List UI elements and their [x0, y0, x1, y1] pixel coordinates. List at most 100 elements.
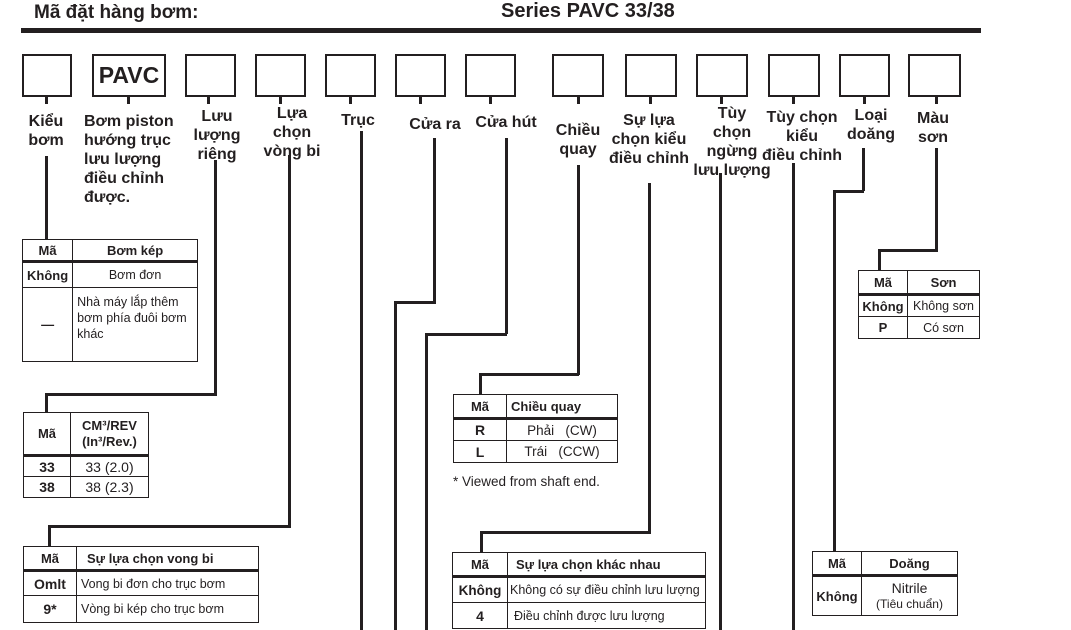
label-bearing: Lựa chọn vòng bi — [262, 104, 322, 161]
connector-control — [648, 183, 651, 532]
label-line: điều chỉnh — [762, 147, 842, 164]
cell-desc: Nhà máy lắp thêm bơm phía đuôi bơm khác — [72, 287, 198, 362]
label-line: quay — [559, 141, 597, 158]
code-box-control — [625, 54, 677, 97]
cell-code: Không — [812, 575, 862, 616]
label-pump-type: Kiểu bơm — [26, 112, 66, 150]
label-seal: Loại doăng — [843, 106, 899, 144]
tick — [720, 97, 723, 104]
code-box-shaft — [325, 54, 376, 97]
header-double-pump: Bơm kép — [72, 239, 198, 263]
label-line: Chiều — [555, 122, 601, 139]
table-row: Omlt Vong bi đơn cho trục bơm — [23, 570, 259, 596]
label-control-option: Tùy chọn kiểu điều chỉnh — [760, 108, 844, 165]
connector-displacement-drop — [45, 393, 48, 413]
cell-code: — — [21, 287, 74, 362]
tick — [863, 97, 866, 104]
code-box-seal — [839, 54, 890, 97]
table-seal: Mã Doăng Không Nitrile (Tiêu chuẩn) — [812, 551, 958, 616]
label-line: Cửa ra — [409, 116, 461, 133]
page-title: Mã đặt hàng bơm: — [34, 2, 199, 23]
connector-outlet — [394, 301, 397, 630]
tick — [419, 97, 422, 104]
table-row: 33 33 (2.0) — [23, 455, 149, 477]
connector-outlet-h — [394, 301, 436, 304]
cell-desc: Không có sự điều chỉnh lưu lượng — [507, 576, 706, 603]
connector-control-h — [480, 531, 651, 534]
tick — [489, 97, 492, 104]
table-row: — Nhà máy lắp thêm bơm phía đuôi bơm khá… — [21, 287, 198, 362]
tick — [649, 97, 652, 104]
cell-desc: Không sơn — [907, 294, 980, 317]
cell-code: 33 — [23, 455, 71, 477]
label-line: Bơm piston — [84, 113, 174, 130]
label-line: Loại — [854, 107, 888, 124]
rotation-note: * Viewed from shaft end. — [453, 474, 600, 489]
tick — [279, 97, 282, 104]
cell-desc: 38 (2.3) — [70, 476, 149, 498]
label-line: doăng — [847, 126, 895, 143]
table-row: P Có sơn — [858, 316, 980, 339]
label-displacement: Lưu lượng riêng — [192, 107, 242, 164]
connector-bearing-drop — [48, 525, 51, 547]
label-line: Lựa — [276, 105, 308, 122]
connector-rotation-h — [479, 373, 579, 376]
label-rotation: Chiều quay — [553, 121, 603, 159]
connector-stop-option — [719, 173, 722, 630]
code-box-series: PAVC — [92, 54, 166, 97]
cell-desc: Vong bi đơn cho trục bơm — [76, 570, 259, 596]
label-line: Trục — [341, 112, 375, 129]
connector-control-option — [792, 163, 795, 630]
connector-bearing — [288, 155, 291, 527]
connector-inlet-h — [425, 333, 507, 336]
code-box-stop-option — [696, 54, 748, 97]
header-line: CM³/REV — [82, 417, 137, 433]
code-box-inlet — [465, 54, 516, 97]
header-code: Mã — [452, 552, 508, 578]
label-line: vòng bi — [263, 143, 321, 160]
connector-bearing-h — [48, 525, 291, 528]
label-line: bơm — [28, 132, 64, 149]
cell-code: R — [453, 418, 507, 441]
cell-desc: 33 (2.0) — [70, 455, 149, 477]
label-paint: Màu sơn — [908, 109, 958, 147]
label-control: Sự lựa chọn kiểu điều chỉnh — [607, 111, 691, 168]
code-box-pump-type — [22, 54, 72, 97]
label-line: chọn kiểu — [611, 131, 687, 148]
cell-code: Omlt — [23, 570, 77, 596]
table-rotation: Mã Chiều quay R Phải (CW) L Trái (CCW) — [453, 394, 618, 463]
label-line: ngừng — [706, 143, 758, 160]
table-row: Không Không có sự điều chỉnh lưu lượng — [452, 576, 706, 603]
code-box-paint — [908, 54, 961, 97]
code-box-displacement — [185, 54, 236, 97]
label-line: chọn — [272, 124, 312, 141]
connector-control-drop — [480, 531, 483, 553]
table-row: Không Không sơn — [858, 294, 980, 317]
connector-inlet — [425, 333, 428, 630]
label-line: riêng — [197, 146, 237, 163]
header-code: Mã — [812, 551, 862, 577]
label-line: hướng trục — [84, 132, 171, 149]
label-line: Màu — [917, 110, 949, 127]
table-row: 4 Điều chỉnh được lưu lượng — [452, 602, 706, 629]
label-line: Sự lựa — [623, 112, 675, 129]
label-shaft: Trục — [338, 111, 378, 130]
tick — [577, 97, 580, 104]
connector-seal-upper — [862, 148, 865, 191]
cell-desc: Có sơn — [907, 316, 980, 339]
label-line: sơn — [917, 129, 949, 146]
connector-seal-h — [833, 190, 864, 193]
tick — [349, 97, 352, 104]
label-stop-option: Tùy chọn ngừng lưu lượng — [690, 104, 774, 180]
connector-paint-drop — [878, 249, 881, 271]
tick — [792, 97, 795, 104]
table-row: R Phải (CW) — [453, 418, 618, 441]
table-row: 9* Vòng bi kép cho trục bơm — [23, 595, 259, 623]
connector-paint-h — [878, 249, 938, 252]
header-code: Mã — [858, 270, 908, 296]
header-rotation: Chiều quay — [506, 394, 618, 420]
tick — [207, 97, 210, 104]
cell-code: Không — [858, 294, 908, 317]
connector-rotation — [577, 165, 580, 375]
cell-code: Không — [21, 261, 74, 288]
